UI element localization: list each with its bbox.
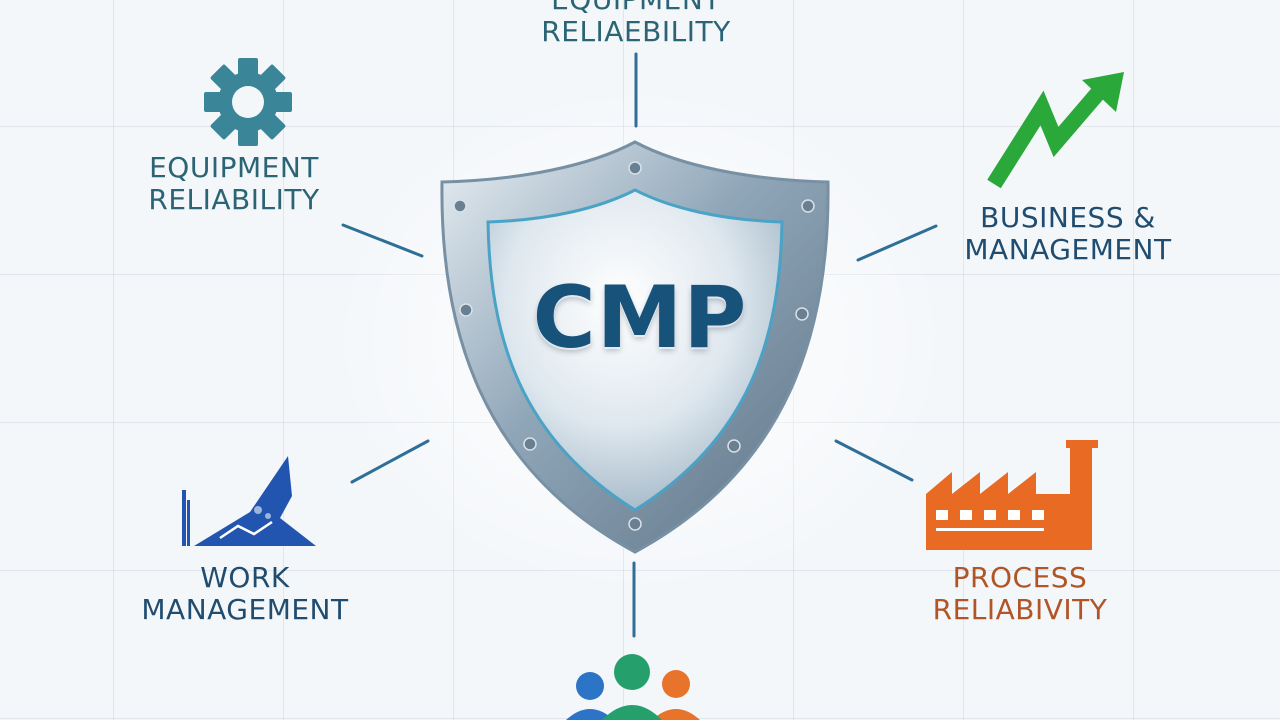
connector-bottom-right (834, 439, 914, 482)
node-bottom-left-line2: MANAGEMENT (141, 593, 349, 626)
node-top-line1: EQUIPMENT (520, 0, 752, 16)
node-bottom-left-label: WORK MANAGEMENT (130, 562, 360, 626)
factory-icon (926, 440, 1098, 550)
node-bottom-right-line1: PROCESS (952, 561, 1088, 594)
mountain-icon (182, 456, 316, 546)
node-top-right-line2: MANAGEMENT (964, 233, 1172, 266)
node-top-label: EQUIPMENT RELIAEBILITY (520, 0, 752, 48)
node-top-right-line1: BUSINESS & (980, 201, 1156, 234)
shield-icon (440, 140, 830, 554)
growth-arrow-icon (987, 72, 1124, 189)
gear-icon (204, 58, 292, 146)
node-top-line2: RELIAEBILITY (541, 15, 731, 48)
center-title: CMP (532, 268, 748, 368)
node-bottom-left-line1: WORK (200, 561, 290, 594)
node-bottom-right-line2: RELIABIVITY (932, 593, 1108, 626)
people-icon (566, 654, 700, 720)
connector-bottom-left (350, 439, 430, 484)
node-top-right-label: BUSINESS & MANAGEMENT (952, 202, 1184, 266)
node-top-left-line1: EQUIPMENT (149, 151, 319, 184)
node-top-left-line2: RELIABILITY (148, 183, 320, 216)
connector-top-right (856, 224, 938, 262)
connector-top-left (341, 223, 424, 258)
node-top-left-label: EQUIPMENT RELIABILITY (124, 152, 344, 216)
node-bottom-right-label: PROCESS RELIABIVITY (922, 562, 1118, 626)
